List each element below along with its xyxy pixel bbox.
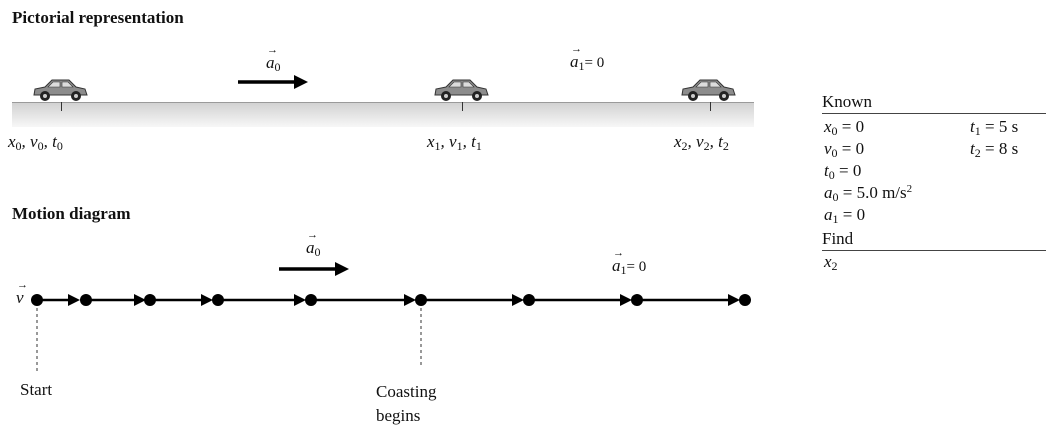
road xyxy=(12,102,754,127)
accel-arrow-icon xyxy=(238,75,308,89)
position-dot xyxy=(80,294,92,306)
velocity-arrowhead xyxy=(201,294,213,306)
known-x0: x0 = 0 xyxy=(824,117,865,138)
known-title: Known xyxy=(822,92,1046,114)
position-label-1: x1, v1, t1 xyxy=(427,132,482,153)
find-title: Find xyxy=(822,229,1046,251)
car-icon xyxy=(33,79,88,101)
position-dot xyxy=(739,294,751,306)
position-tick-2 xyxy=(710,102,711,111)
known-find-table: Known x0 = 0 t1 = 5 s v0 = 0 t2 = 8 s t0… xyxy=(822,92,1046,274)
known-t0: t0 = 0 xyxy=(824,161,862,182)
position-dot xyxy=(144,294,156,306)
car-icon xyxy=(681,79,736,101)
position-label-0: x0, v0, t0 xyxy=(8,132,63,153)
car-icon xyxy=(434,79,489,101)
velocity-arrowhead xyxy=(728,294,740,306)
coast-accel-label: →a1= 0 xyxy=(570,43,605,73)
position-dot xyxy=(415,294,427,306)
velocity-arrowhead xyxy=(294,294,306,306)
motion-title: Motion diagram xyxy=(12,204,131,223)
pictorial-title: Pictorial representation xyxy=(12,8,184,27)
velocity-arrowhead xyxy=(512,294,524,306)
start-label: Start xyxy=(20,380,53,399)
known-a0: a0 = 5.0 m/s2 xyxy=(824,183,913,204)
known-t2: t2 = 8 s xyxy=(970,139,1019,160)
velocity-arrowhead xyxy=(404,294,416,306)
position-dot xyxy=(31,294,43,306)
known-v0: v0 = 0 xyxy=(824,139,865,160)
position-dot xyxy=(305,294,317,306)
find-x2: x2 xyxy=(824,252,838,273)
position-dot xyxy=(523,294,535,306)
position-tick-1 xyxy=(462,102,463,111)
position-label-2: x2, v2, t2 xyxy=(674,132,729,153)
motion-diagram xyxy=(31,294,751,372)
motion-accel-arrow-icon xyxy=(279,262,349,276)
coast-begins-label: Coasting begins xyxy=(376,382,437,425)
position-dot xyxy=(212,294,224,306)
velocity-arrowhead xyxy=(134,294,146,306)
velocity-arrowhead xyxy=(620,294,632,306)
motion-coast-label: →a1= 0 xyxy=(612,247,647,277)
velocity-symbol: →v xyxy=(16,279,28,307)
accel-label: →a0 xyxy=(266,44,281,74)
motion-accel-label: →a0 xyxy=(306,229,321,259)
velocity-arrowhead xyxy=(68,294,80,306)
position-tick-0 xyxy=(61,102,62,111)
known-t1: t1 = 5 s xyxy=(970,117,1019,138)
known-a1: a1 = 0 xyxy=(824,205,866,226)
position-dot xyxy=(631,294,643,306)
